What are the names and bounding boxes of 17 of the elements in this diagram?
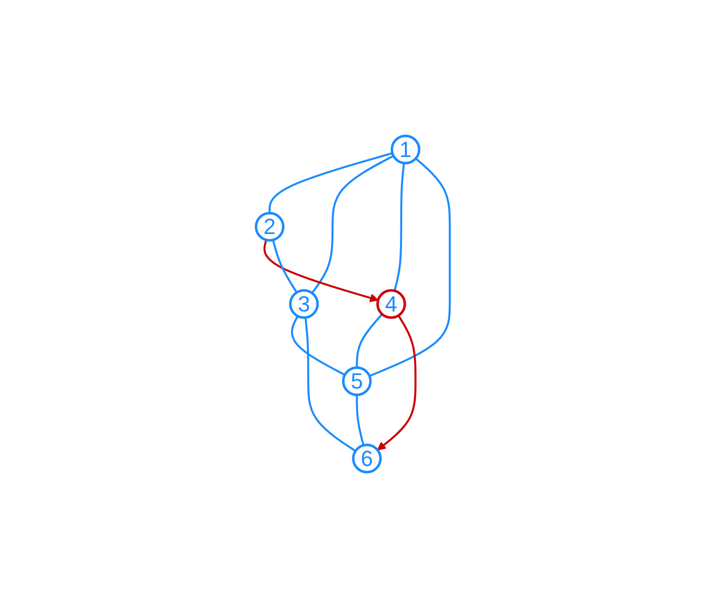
connector [272,240,298,293]
connector [268,152,392,214]
node-circle: 6 [352,444,382,474]
connector [355,314,382,368]
connector [368,158,450,377]
arrow [376,315,416,450]
node-circle: 3 [288,289,318,319]
connector [310,155,394,294]
connector [290,316,345,376]
node-circle: 5 [342,366,372,396]
arrow [263,240,378,302]
connector [304,317,356,452]
connector [393,162,405,292]
node-circle: 2 [254,212,284,242]
node-circle: 1 [390,134,420,164]
node-circle: 4 [376,289,406,319]
connector [355,394,364,446]
